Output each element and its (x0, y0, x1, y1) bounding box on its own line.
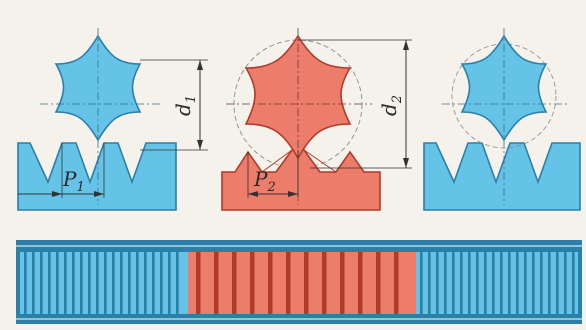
chain-strip-red-center (188, 252, 416, 314)
chain-link-bar (128, 252, 131, 314)
chain-link-bar (96, 252, 99, 314)
chain-link-bar (112, 252, 115, 314)
chain-link-bar (516, 252, 519, 314)
middle-engage-left (261, 149, 293, 173)
chain-link-bar (548, 252, 551, 314)
left-chain-profile (17, 142, 177, 211)
chain-link-bar (358, 252, 363, 314)
chain-link-bar (572, 252, 575, 314)
chain-link-bar (508, 252, 511, 314)
left-assembly (17, 28, 208, 211)
chain-link-bar (214, 252, 219, 314)
chain-link-bar (476, 252, 479, 314)
chain-link-bar (152, 252, 155, 314)
d2-arrow-bottom (403, 158, 409, 168)
chain-link-bar (492, 252, 495, 314)
chain-link-bar (564, 252, 567, 314)
chain-link-bar (232, 252, 237, 314)
p2-arrow-left (248, 191, 258, 197)
chain-link-bar (286, 252, 291, 314)
chain-link-bar (394, 252, 399, 314)
right-chain-profile (423, 142, 581, 211)
chain-link-bar (340, 252, 345, 314)
chain-link-bar (168, 252, 171, 314)
chain-link-bar (540, 252, 543, 314)
chain-link-bar (444, 252, 447, 314)
chain-link-bar (72, 252, 75, 314)
chain-link-bar (436, 252, 439, 314)
label-d2: d2 (377, 95, 405, 116)
chain-link-bar (428, 252, 431, 314)
p1-arrow-left (52, 191, 62, 197)
label-p1: P1 (62, 167, 85, 195)
chain-link-bar (268, 252, 273, 314)
chain-link-bar (24, 252, 27, 314)
chain-link-bar (322, 252, 327, 314)
chain-link-bar (40, 252, 43, 314)
chain-link-bar (500, 252, 503, 314)
chain-link-bar (524, 252, 527, 314)
chain-link-bar (144, 252, 147, 314)
label-d1: d1 (171, 95, 199, 116)
label-p2: P2 (253, 167, 276, 195)
middle-chain-profile (221, 149, 381, 211)
chain-link-bar (468, 252, 471, 314)
chain-link-bar (304, 252, 309, 314)
chain-link-bar (104, 252, 107, 314)
p1-arrow-right (94, 191, 104, 197)
chain-link-bar (48, 252, 51, 314)
chain-link-bar (56, 252, 59, 314)
chain-link-bar (64, 252, 67, 314)
chain-link-bar (32, 252, 35, 314)
chain-link-bar (376, 252, 381, 314)
chain-link-bar (80, 252, 83, 314)
chain-link-bar (452, 252, 455, 314)
middle-assembly (221, 28, 412, 211)
d2-arrow-top (403, 40, 409, 50)
right-assembly (423, 28, 581, 211)
chain-strip-links (24, 252, 575, 314)
chain-link-bar (120, 252, 123, 314)
chain-strip-blue-right (416, 252, 578, 314)
d1-arrow-bottom (197, 140, 203, 150)
chain-link-bar (250, 252, 255, 314)
chain-link-bar (196, 252, 201, 314)
dimension-labels: P1 P2 d1 d2 (62, 95, 405, 195)
d1-arrow-top (197, 60, 203, 70)
chain-link-bar (176, 252, 179, 314)
chain-link-bar (484, 252, 487, 314)
chain-link-bar (460, 252, 463, 314)
chain-link-bar (532, 252, 535, 314)
p2-arrow-right (288, 191, 298, 197)
chain-link-bar (420, 252, 423, 314)
chain-link-bar (556, 252, 559, 314)
chain-link-bar (160, 252, 163, 314)
chain-link-bar (136, 252, 139, 314)
chain-strip (16, 240, 582, 324)
chain-link-bar (88, 252, 91, 314)
